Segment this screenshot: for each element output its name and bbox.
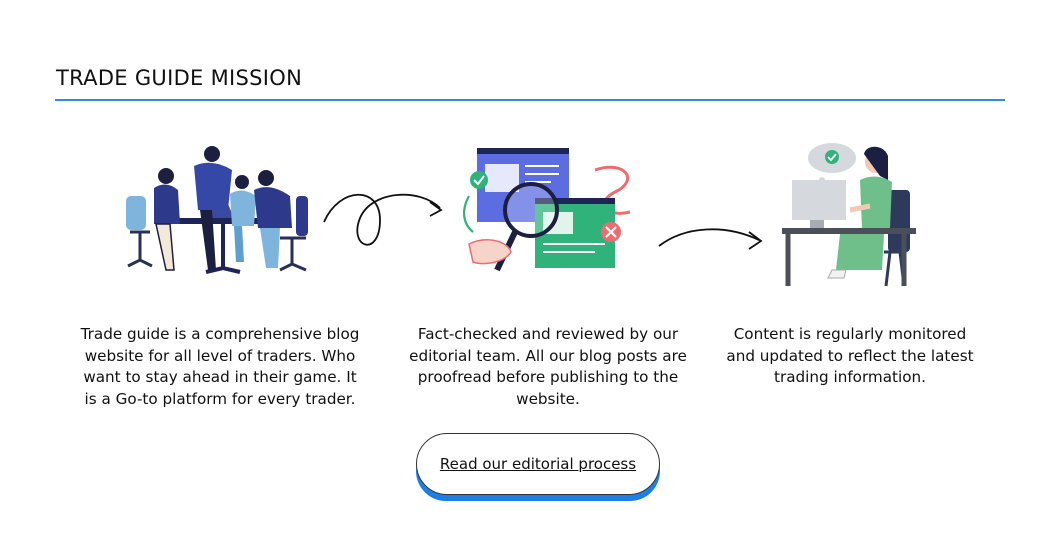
- section-title: TRADE GUIDE MISSION: [56, 66, 303, 90]
- column-3-line-3: trading information.: [774, 368, 926, 386]
- column-text-2: Fact-checked and reviewed by our editori…: [390, 324, 706, 410]
- column-3-line-2: and updated to reflect the latest: [726, 346, 974, 365]
- column-2-line-1: Fact-checked and reviewed by our: [417, 325, 679, 343]
- column-text-1: Trade guide is a comprehensive blog webs…: [60, 324, 380, 410]
- column-2-line-4: website.: [516, 389, 580, 408]
- curved-arrow-icon: [658, 228, 763, 250]
- column-1-line-1: Trade guide is a comprehensive blog: [80, 325, 360, 343]
- column-1-line-3: want to stay ahead in their game. It: [83, 368, 357, 386]
- team-meeting-icon: [126, 146, 308, 274]
- person-at-computer-icon: [782, 143, 916, 287]
- fact-check-magnifier-icon: [463, 148, 631, 272]
- loop-arrow-icon: [323, 193, 443, 246]
- column-text-3: Content is regularly monitored and updat…: [712, 324, 988, 389]
- column-2-line-2: editorial team. All our blog posts are: [409, 346, 687, 365]
- editorial-process-cta: Read our editorial process: [416, 433, 660, 503]
- read-editorial-process-button[interactable]: Read our editorial process: [416, 433, 660, 495]
- title-underline: [55, 99, 1005, 101]
- column-1-line-2: website for all level of traders. Who: [84, 346, 356, 365]
- column-1-line-4: is a Go-to platform for every trader.: [84, 389, 356, 408]
- column-3-line-1: Content is regularly monitored: [733, 325, 967, 343]
- column-2-line-3: proofread before publishing to the: [417, 368, 679, 386]
